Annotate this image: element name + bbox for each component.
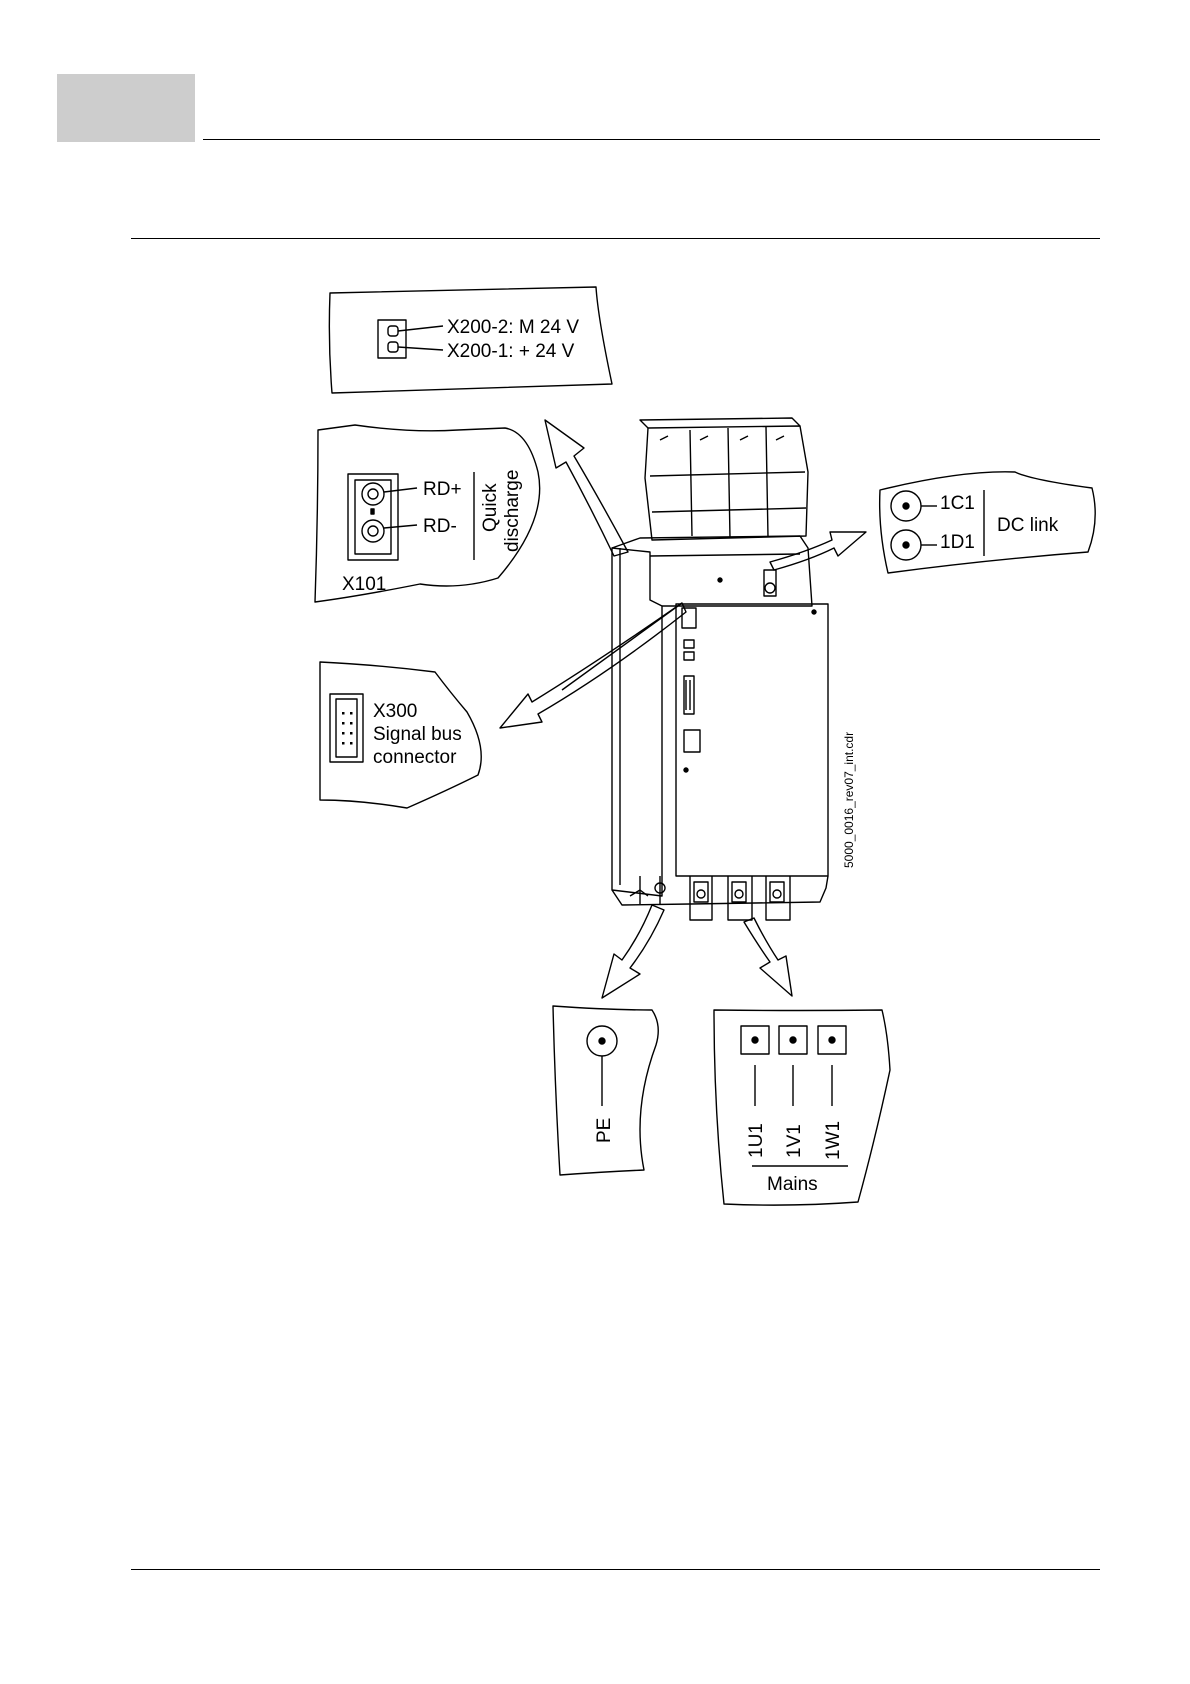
- file-reference: 5000_0016_rev07_int.cdr: [842, 732, 856, 868]
- arrow-to-x200: [545, 420, 628, 556]
- arrow-to-pe: [602, 905, 664, 998]
- callout-dc-link: [880, 472, 1096, 573]
- callout-pe: [553, 1006, 658, 1175]
- arrow-to-mains: [744, 918, 792, 996]
- label-1d1: 1D1: [940, 532, 975, 553]
- x200-pin-icon: [388, 342, 398, 352]
- label-rd-minus: RD-: [423, 516, 457, 537]
- label-dc-link: DC link: [997, 515, 1059, 536]
- x200-pin-icon: [388, 326, 398, 336]
- label-mains: Mains: [767, 1174, 818, 1195]
- device-illustration: [612, 418, 828, 920]
- label-quick: Quick: [480, 483, 501, 532]
- label-1u1: 1U1: [746, 1123, 767, 1158]
- callout-x200: [329, 287, 612, 393]
- label-x200-2: X200-2: M 24 V: [447, 317, 579, 338]
- label-1w1: 1W1: [823, 1121, 844, 1160]
- arrow-to-x300: [500, 603, 686, 728]
- label-x300: X300: [373, 701, 417, 722]
- label-discharge: discharge: [502, 470, 523, 552]
- label-connector: connector: [373, 747, 457, 768]
- arrow-to-dc-link: [770, 532, 866, 570]
- label-rd-plus: RD+: [423, 479, 462, 500]
- label-x200-1: X200-1: + 24 V: [447, 341, 575, 362]
- rd-plus-terminal-icon: [362, 483, 384, 505]
- label-pe: PE: [594, 1118, 615, 1143]
- label-1v1: 1V1: [784, 1124, 805, 1158]
- x300-connector-icon: [330, 694, 363, 762]
- label-1c1: 1C1: [940, 493, 975, 514]
- rd-minus-terminal-icon: [362, 520, 384, 542]
- label-signal-bus: Signal bus: [373, 724, 462, 745]
- label-x101: X101: [342, 574, 386, 595]
